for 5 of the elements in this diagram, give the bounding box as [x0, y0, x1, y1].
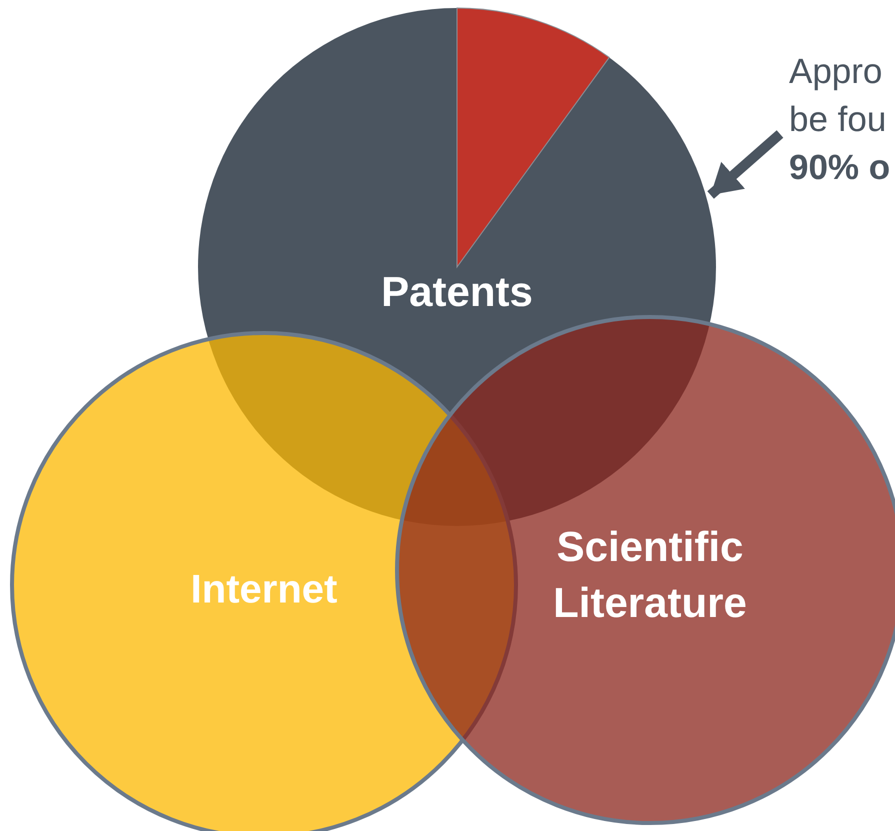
circle-label: Internet	[190, 566, 338, 614]
circle-label: Scientific Literature	[552, 522, 748, 628]
circle-label: Patents	[380, 267, 534, 318]
arrow	[707, 130, 784, 199]
annotation-text: Appro be fou 90% o	[789, 48, 894, 192]
